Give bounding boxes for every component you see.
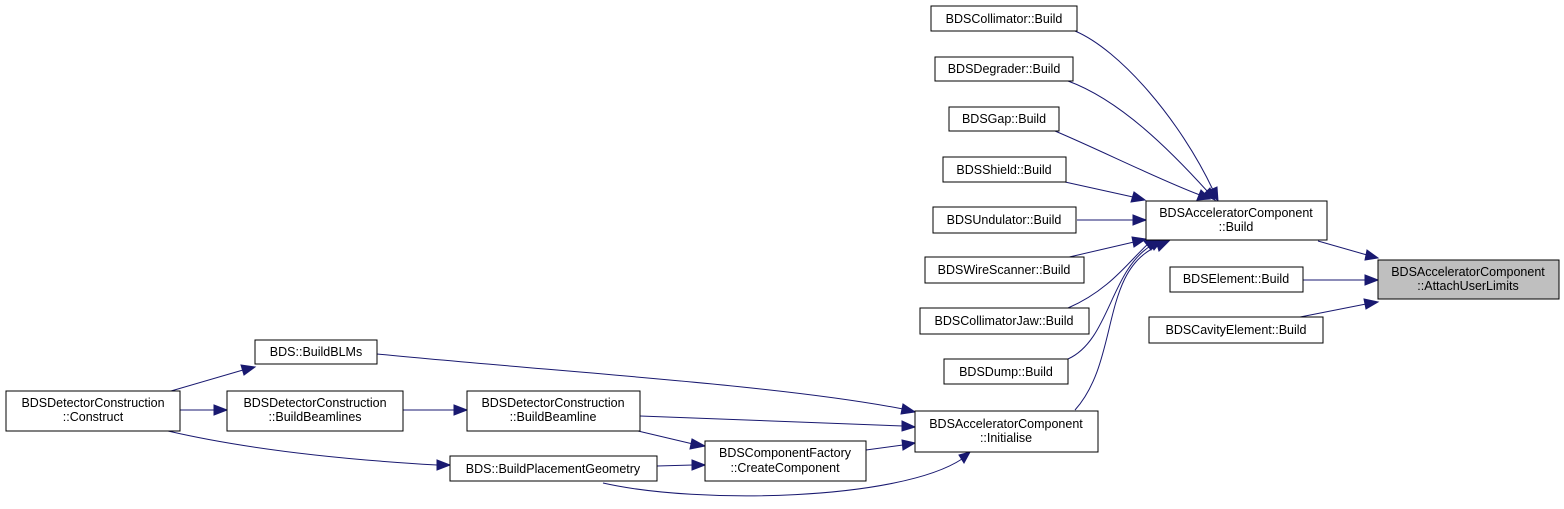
edge-accelbuild-to-attach: [1317, 240, 1380, 261]
edge-construct-to-buildblms: [170, 364, 257, 392]
node-accel-initialise-line1: BDSAcceleratorComponent: [929, 417, 1083, 431]
edge-buildplacement-to-createcomponent: [656, 459, 707, 471]
node-accel-initialise-line2: ::Initialise: [980, 431, 1032, 445]
edge-buildblms-to-initialise: [376, 353, 917, 415]
node-factory-createcomponent[interactable]: BDSComponentFactory ::CreateComponent: [704, 440, 867, 482]
node-collimator-build[interactable]: BDSCollimator::Build: [930, 5, 1078, 32]
node-build-blms[interactable]: BDS::BuildBLMs: [254, 339, 378, 365]
edge-construct-to-buildplacement: [167, 430, 452, 471]
edge-collimator-to-accelbuild: [1074, 30, 1219, 203]
edge-buildplacement-to-initialise: [602, 451, 972, 497]
edge-shield-to-accelbuild: [1064, 181, 1147, 203]
node-collimatorjaw-build-label: BDSCollimatorJaw::Build: [935, 314, 1074, 328]
node-undulator-build-label: BDSUndulator::Build: [947, 213, 1062, 227]
edge-createcomponent-to-initialise: [865, 439, 917, 451]
node-detector-buildbeamline[interactable]: BDSDetectorConstruction ::BuildBeamline: [466, 390, 641, 432]
node-undulator-build[interactable]: BDSUndulator::Build: [932, 206, 1077, 234]
node-detector-buildbeamlines-line1: BDSDetectorConstruction: [243, 396, 386, 410]
node-build-blms-label: BDS::BuildBLMs: [270, 345, 362, 359]
node-wirescanner-build-label: BDSWireScanner::Build: [938, 263, 1071, 277]
edge-buildbeamline-to-createcomponent: [637, 430, 707, 450]
node-dump-build[interactable]: BDSDump::Build: [943, 358, 1069, 385]
node-detector-construct[interactable]: BDSDetectorConstruction ::Construct: [5, 390, 181, 432]
node-cavity-build[interactable]: BDSCavityElement::Build: [1148, 316, 1324, 344]
node-factory-createcomponent-line2: ::CreateComponent: [730, 461, 840, 475]
node-wirescanner-build[interactable]: BDSWireScanner::Build: [924, 256, 1085, 284]
edge-buildbeamlines-to-buildbeamline: [403, 404, 469, 416]
edge-cavity-to-attach: [1289, 298, 1380, 320]
edge-buildbeamline-to-initialise: [639, 415, 917, 432]
node-attach-user-limits-line1: BDSAcceleratorComponent: [1391, 265, 1545, 279]
node-collimator-build-label: BDSCollimator::Build: [946, 12, 1063, 26]
node-degrader-build[interactable]: BDSDegrader::Build: [934, 56, 1074, 82]
node-detector-buildbeamline-line2: ::BuildBeamline: [510, 410, 597, 424]
node-gap-build[interactable]: BDSGap::Build: [948, 106, 1060, 132]
node-detector-construct-line1: BDSDetectorConstruction: [21, 396, 164, 410]
edge-wirescanner-to-accelbuild: [1064, 236, 1148, 259]
edge-degrader-to-accelbuild: [1067, 80, 1216, 201]
node-degrader-build-label: BDSDegrader::Build: [948, 62, 1061, 76]
node-factory-createcomponent-line1: BDSComponentFactory: [719, 446, 852, 460]
node-detector-buildbeamlines-line2: ::BuildBeamlines: [268, 410, 361, 424]
node-build-placement-geometry[interactable]: BDS::BuildPlacementGeometry: [449, 455, 658, 482]
edge-undulator-to-accelbuild: [1077, 214, 1148, 226]
node-shield-build[interactable]: BDSShield::Build: [942, 156, 1067, 183]
node-collimatorjaw-build[interactable]: BDSCollimatorJaw::Build: [919, 307, 1090, 335]
node-build-placement-geometry-label: BDS::BuildPlacementGeometry: [466, 462, 641, 476]
node-detector-buildbeamlines[interactable]: BDSDetectorConstruction ::BuildBeamlines: [226, 390, 404, 432]
node-detector-construct-line2: ::Construct: [63, 410, 124, 424]
edge-element-to-attach: [1303, 274, 1380, 286]
node-dump-build-label: BDSDump::Build: [959, 365, 1053, 379]
node-attach-user-limits[interactable]: BDSAcceleratorComponent ::AttachUserLimi…: [1377, 259, 1560, 300]
node-detector-buildbeamline-line1: BDSDetectorConstruction: [481, 396, 624, 410]
node-accel-build-line2: ::Build: [1219, 220, 1254, 234]
node-shield-build-label: BDSShield::Build: [956, 163, 1051, 177]
edge-initialise-to-accelbuild: [1074, 240, 1171, 411]
node-element-build[interactable]: BDSElement::Build: [1169, 266, 1304, 293]
node-accel-initialise[interactable]: BDSAcceleratorComponent ::Initialise: [914, 410, 1099, 453]
edge-gap-to-accelbuild: [1054, 130, 1212, 201]
node-element-build-label: BDSElement::Build: [1183, 272, 1289, 286]
edge-construct-to-buildbeamlines: [180, 404, 229, 416]
node-accel-build-line1: BDSAcceleratorComponent: [1159, 206, 1313, 220]
node-attach-user-limits-line2: ::AttachUserLimits: [1417, 279, 1518, 293]
node-gap-build-label: BDSGap::Build: [962, 112, 1046, 126]
node-accel-build[interactable]: BDSAcceleratorComponent ::Build: [1145, 200, 1328, 241]
node-cavity-build-label: BDSCavityElement::Build: [1165, 323, 1306, 337]
